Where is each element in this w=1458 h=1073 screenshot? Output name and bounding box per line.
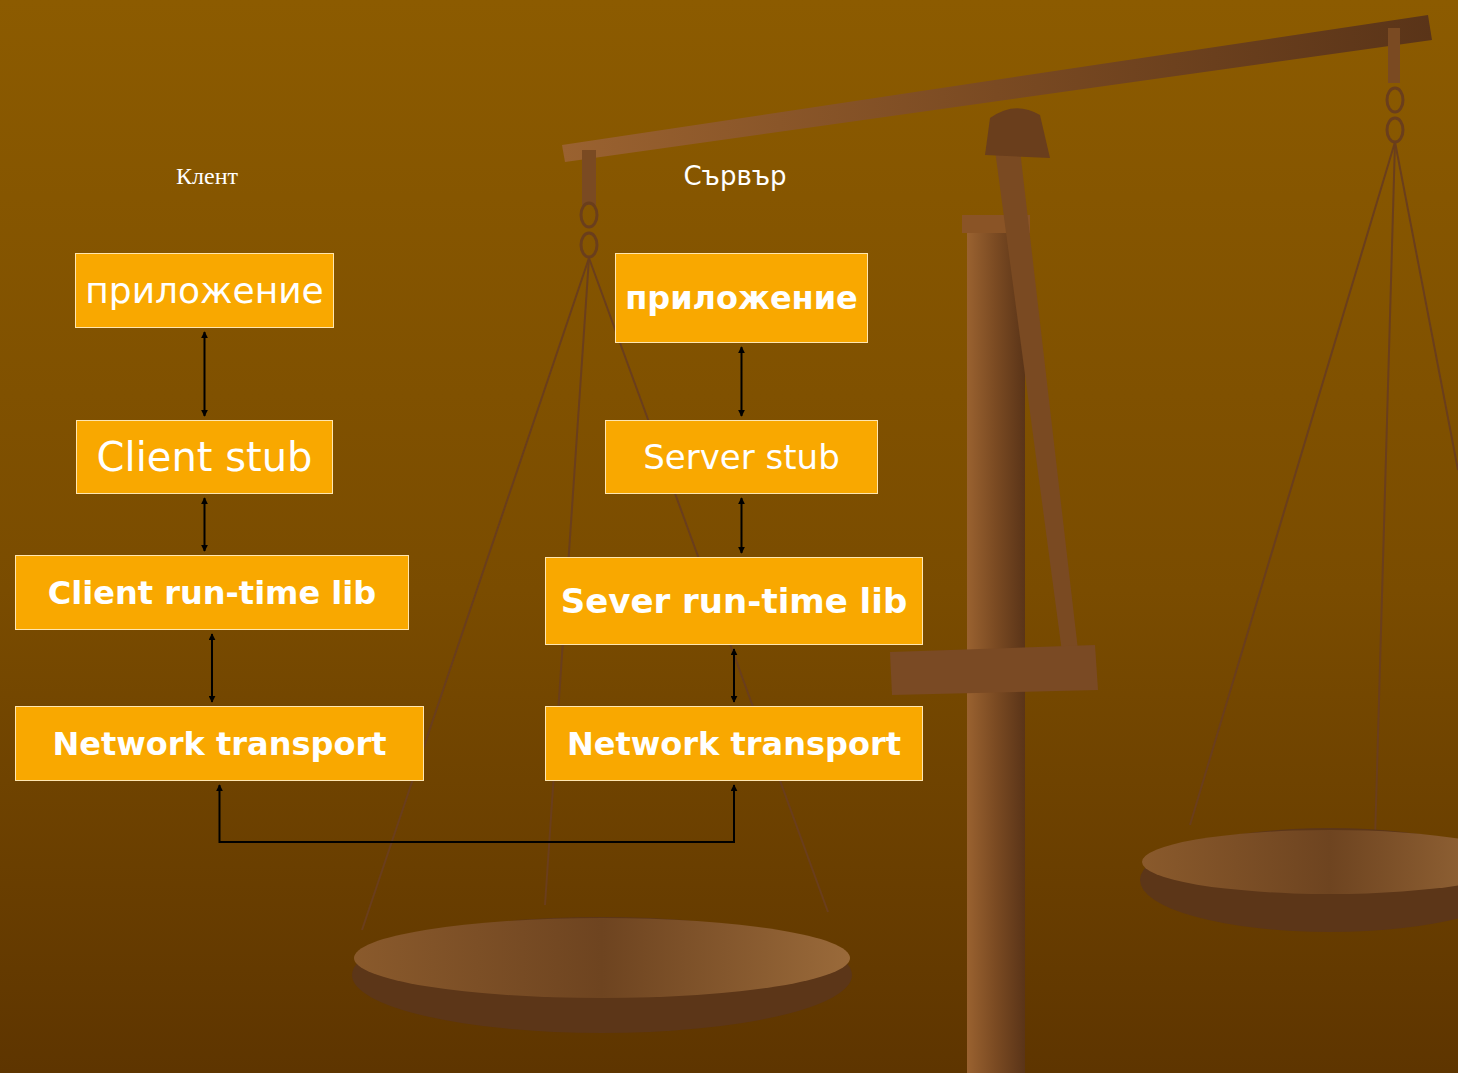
right-link: [1387, 88, 1403, 112]
box-text: Network transport: [53, 725, 387, 763]
process-box: Client run-time lib: [15, 555, 409, 630]
process-box: Network transport: [545, 706, 923, 781]
box-text: приложение: [85, 270, 323, 311]
side-label: Сървър: [683, 161, 786, 191]
right-pan: [1140, 828, 1458, 932]
process-box: Client stub: [76, 420, 333, 494]
box-text: Client stub: [97, 434, 313, 480]
left-pan-top: [354, 918, 850, 998]
side-label: Клент: [176, 163, 238, 190]
process-box: Sever run-time lib: [545, 557, 923, 645]
double-arrow: [204, 332, 206, 416]
process-box: Server stub: [605, 420, 878, 494]
double-arrow: [220, 785, 735, 842]
box-text: Server stub: [643, 437, 839, 477]
box-text: Client run-time lib: [48, 574, 376, 612]
right-pan-top: [1142, 830, 1458, 894]
right-link: [1387, 118, 1403, 142]
double-arrow: [741, 347, 743, 416]
right-hook: [1388, 28, 1400, 83]
right-strings: [1190, 142, 1458, 840]
box-text: Network transport: [567, 725, 901, 763]
left-link: [581, 203, 597, 227]
box-text: приложение: [625, 279, 858, 317]
double-arrow: [741, 498, 743, 553]
scale-beam: [562, 15, 1432, 162]
left-link: [581, 233, 597, 257]
scale-post: [967, 215, 1025, 1073]
scale-pivot: [985, 108, 1050, 158]
process-box: Network transport: [15, 706, 424, 781]
process-box: приложение: [615, 253, 868, 343]
left-hook: [582, 150, 596, 205]
process-box: приложение: [75, 253, 334, 328]
left-pan: [352, 917, 852, 1033]
box-text: Sever run-time lib: [561, 581, 908, 621]
double-arrow: [211, 634, 213, 702]
scale-pointer: [995, 150, 1078, 652]
scale-foot: [890, 645, 1098, 695]
double-arrow: [733, 649, 735, 702]
double-arrow: [204, 498, 206, 551]
